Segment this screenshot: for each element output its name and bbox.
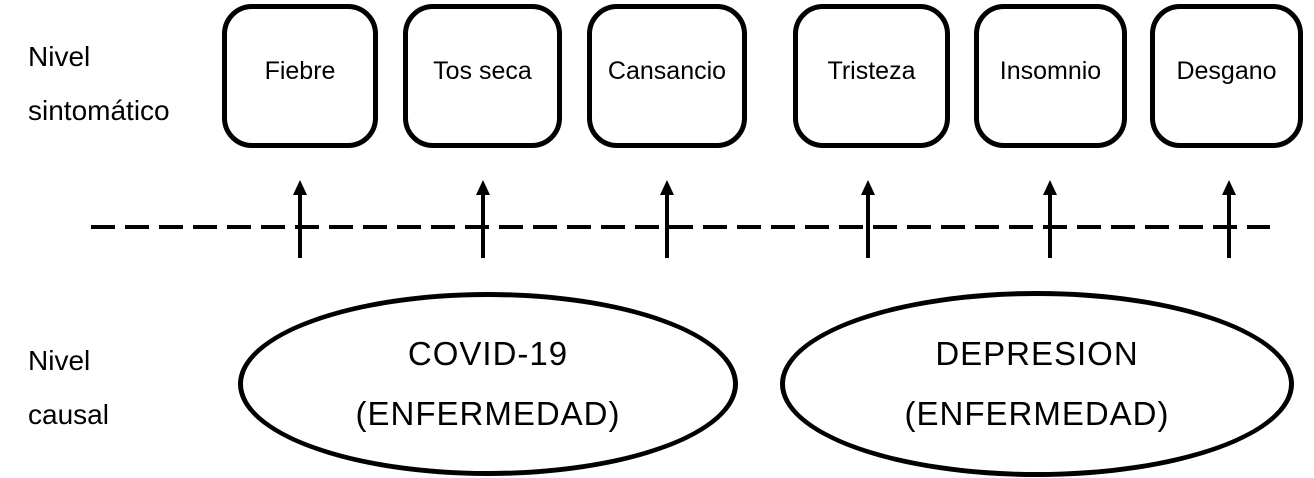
symptom-level-label: Nivel sintomático [28,30,170,138]
symptom-box-fiebre: Fiebre [222,4,378,148]
arrow-stem [665,190,669,258]
cause-title: COVID-19 [407,335,569,372]
cause-ellipse-covid19: COVID-19 (ENFERMEDAD) [238,292,738,476]
causal-level-label-line1: Nivel [28,345,91,376]
cause-subtitle: (ENFERMEDAD) [904,395,1170,432]
up-arrow-icon [1221,180,1237,258]
symptom-box-tos-seca: Tos seca [403,4,562,148]
arrow-stem [1048,190,1052,258]
level-boundary-dashed-line [91,225,1270,229]
arrow-head [293,180,307,195]
arrow-head [861,180,875,195]
symptom-box-insomnio: Insomnio [974,4,1127,148]
cause-subtitle: (ENFERMEDAD) [355,395,621,432]
up-arrow-icon [860,180,876,258]
symptom-box-cansancio: Cansancio [587,4,747,148]
up-arrow-icon [475,180,491,258]
causal-level-label-line2: causal [28,399,109,430]
arrow-head [476,180,490,195]
arrow-head [660,180,674,195]
causal-level-label: Nivel causal [28,334,109,442]
up-arrow-icon [1042,180,1058,258]
arrow-head [1043,180,1057,195]
arrow-stem [298,190,302,258]
symptom-box-desgano: Desgano [1150,4,1303,148]
arrow-stem [866,190,870,258]
symptom-box-tristeza: Tristeza [793,4,950,148]
up-arrow-icon [292,180,308,258]
cause-ellipse-depresion: DEPRESION (ENFERMEDAD) [780,291,1294,477]
arrow-stem [481,190,485,258]
symptom-level-label-line1: Nivel [28,41,91,72]
arrow-head [1222,180,1236,195]
up-arrow-icon [659,180,675,258]
arrow-stem [1227,190,1231,258]
symptom-level-label-line2: sintomático [28,95,170,126]
cause-title: DEPRESION [935,335,1139,372]
